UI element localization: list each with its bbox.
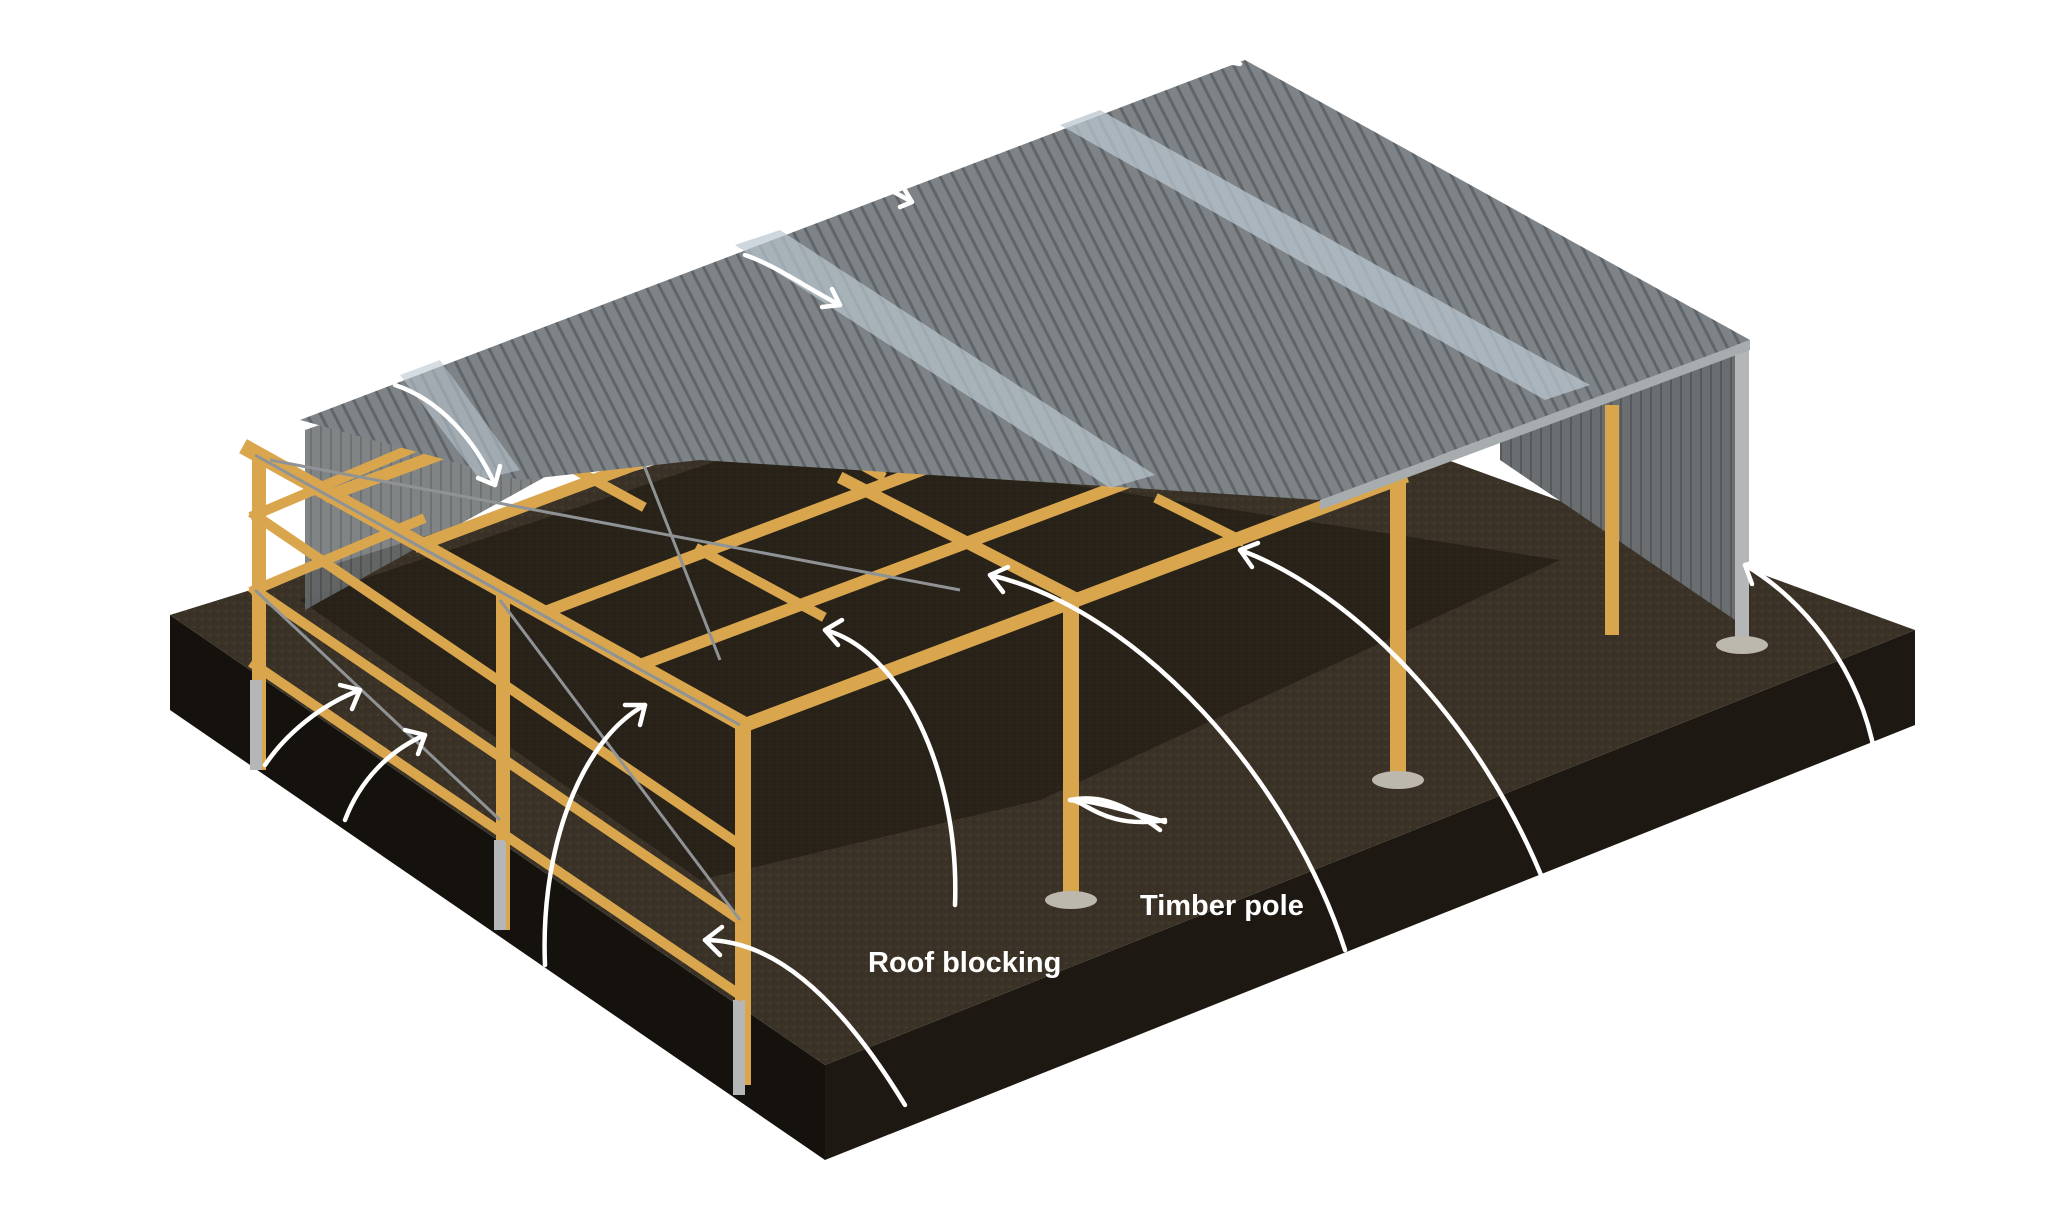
arrow-line	[1067, 796, 1163, 833]
wall-girt	[248, 438, 427, 522]
arrow-head	[622, 702, 648, 728]
arrow-head	[822, 617, 845, 648]
arrow-head	[897, 187, 915, 210]
brace-rod	[254, 453, 741, 727]
timber-pole-label: Timber pole	[1140, 890, 1304, 922]
brace-rod	[638, 454, 722, 661]
skylight-strip	[735, 230, 1155, 488]
arrow-line	[392, 382, 498, 488]
brace-rod	[253, 588, 502, 822]
arrow-line	[987, 572, 1348, 953]
timber-pole	[1063, 600, 1079, 900]
steel-post	[1735, 345, 1749, 645]
roof-blocking	[1153, 493, 1247, 547]
steel-post	[494, 840, 506, 930]
arrow-head	[1742, 557, 1766, 587]
roof-sheet	[300, 60, 1750, 500]
arrow-head	[702, 924, 725, 958]
wall-girt	[248, 508, 747, 852]
arrow-line	[822, 627, 958, 908]
annotation-arrows	[262, 60, 1878, 1108]
arrow-line	[342, 732, 428, 823]
brace-rod	[498, 599, 742, 921]
wall-girt	[248, 658, 747, 1002]
steel-bracing	[253, 453, 961, 921]
arrow-line	[1742, 562, 1878, 758]
pole-footing	[1372, 771, 1424, 789]
arrow-head	[402, 727, 428, 757]
skylight-strip	[400, 360, 520, 480]
callout-labels: Roof blocking Timber pole	[868, 890, 1304, 979]
skylight-strip	[1060, 110, 1590, 400]
arrow-head	[337, 682, 363, 712]
arrow-line	[262, 687, 363, 768]
arrow-line	[702, 937, 908, 1108]
wall-girt	[248, 583, 747, 927]
arrow-head	[475, 463, 503, 488]
steel-post	[250, 680, 262, 770]
arrow-line	[742, 252, 843, 308]
timber-pole	[1605, 405, 1619, 635]
arrow-head	[819, 286, 843, 310]
brace-rod	[269, 458, 961, 592]
arrow-line	[1212, 60, 1243, 67]
roof-fascia	[1320, 340, 1750, 510]
timber-pole	[1390, 475, 1406, 780]
arrow-line	[1237, 547, 1548, 888]
roof-blocking-label: Roof blocking	[868, 947, 1061, 979]
arrow-line	[542, 702, 648, 968]
steel-post	[733, 1000, 745, 1095]
roof-blocking	[693, 543, 827, 622]
arrow-head	[987, 564, 1011, 595]
ground-side-right	[825, 630, 1915, 1160]
pole-footing	[1716, 636, 1768, 654]
arrow-head	[1237, 540, 1261, 570]
pole-footing	[1045, 891, 1097, 909]
roof-sheeting	[300, 60, 1750, 510]
